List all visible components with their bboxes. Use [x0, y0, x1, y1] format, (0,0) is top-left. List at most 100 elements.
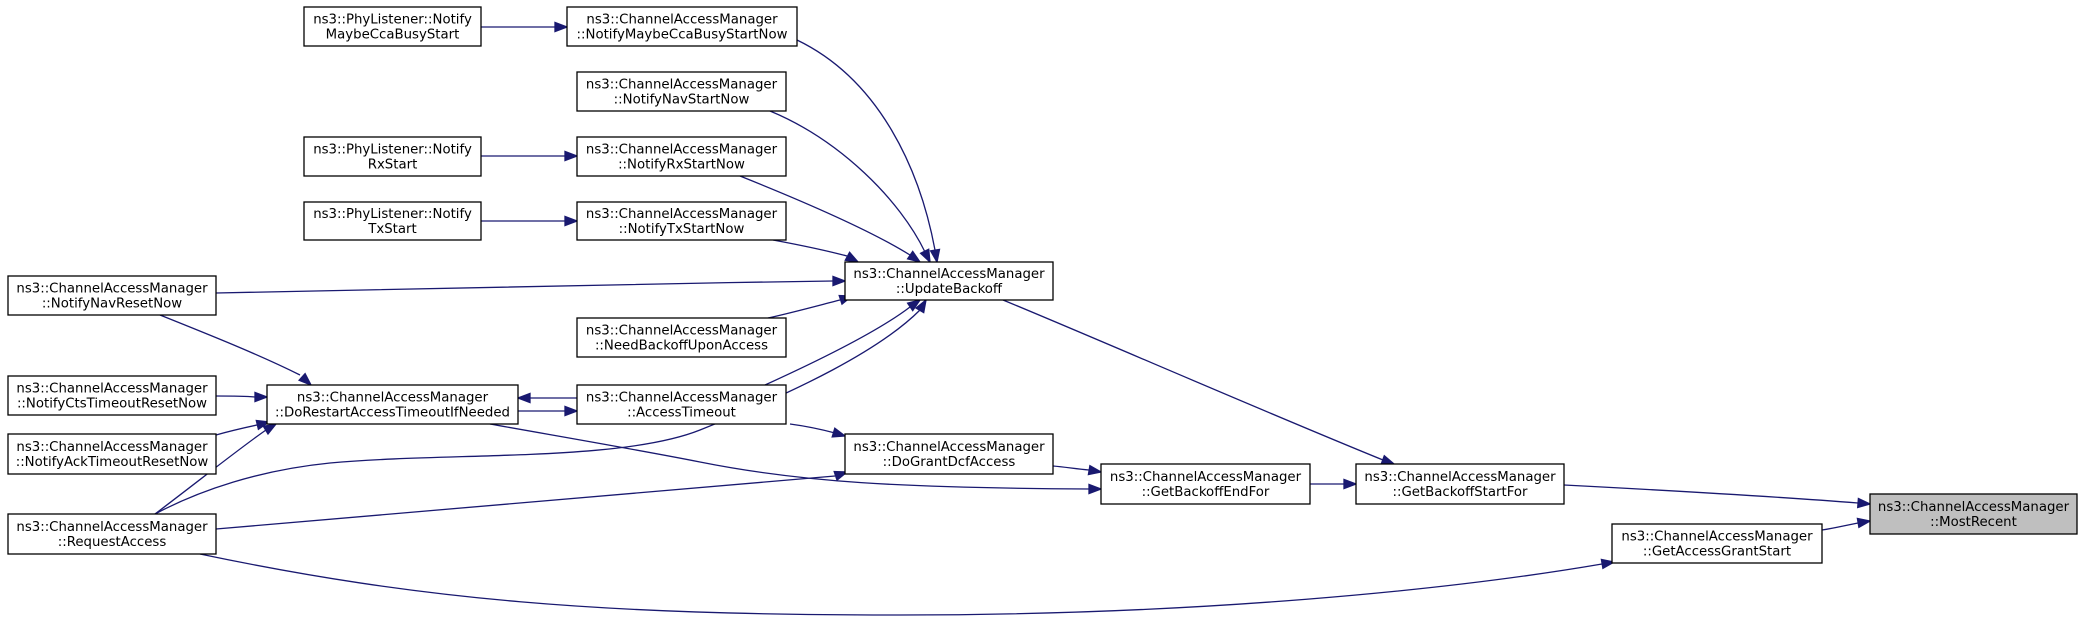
edge-line [767, 299, 841, 319]
arrow-head-icon [832, 275, 847, 287]
edge-line [489, 423, 1090, 490]
arrow-head-icon [1856, 517, 1872, 529]
node-label-line1: ns3::ChannelAccessManager [16, 382, 208, 397]
edge-requestaccess-to-dorestart [154, 423, 278, 515]
edge-line [796, 39, 936, 251]
node-accesstimeout[interactable]: ns3::ChannelAccessManager::AccessTimeout [576, 384, 787, 425]
arrow-head-icon [516, 392, 531, 404]
node-box [576, 384, 787, 425]
node-label-line1: ns3::ChannelAccessManager [1110, 470, 1302, 485]
node-label-line1: ns3::ChannelAccessManager [586, 207, 778, 222]
node-getbackoffendfor[interactable]: ns3::ChannelAccessManager::GetBackoffEnd… [1100, 463, 1311, 505]
arrow-head-icon [262, 423, 278, 436]
node-label-line2: RxStart [368, 158, 418, 173]
edge-phytxstart-to-notifytxstartnow [481, 215, 579, 227]
edge-line [772, 239, 848, 257]
edge-accesstimeout-to-dorestart [516, 392, 577, 404]
node-label-line1: ns3::ChannelAccessManager [853, 267, 1045, 282]
edges-layer [154, 21, 1872, 616]
arrow-head-icon [1380, 454, 1396, 465]
node-updatebackoff[interactable]: ns3::ChannelAccessManager::UpdateBackoff [844, 261, 1054, 301]
node-notifymaybeccabusystartnow[interactable]: ns3::ChannelAccessManager::NotifyMaybeCc… [566, 6, 798, 47]
edge-line [1563, 484, 1859, 504]
node-phytxstart[interactable]: ns3::PhyListener::NotifyTxStart [303, 201, 482, 241]
node-phymaybeccabusystart[interactable]: ns3::PhyListener::NotifyMaybeCcaBusyStar… [303, 6, 482, 47]
edge-dograntdcfaccess-to-getbackoffendfor [1052, 464, 1103, 476]
node-label-line2: ::UpdateBackoff [896, 282, 1003, 297]
node-dograntdcfaccess[interactable]: ns3::ChannelAccessManager::DoGrantDcfAcc… [844, 433, 1054, 475]
node-box [844, 261, 1054, 301]
node-getaccessgrantstart[interactable]: ns3::ChannelAccessManager::GetAccessGran… [1611, 523, 1823, 564]
node-label-line2: ::DoRestartAccessTimeoutIfNeeded [275, 406, 510, 421]
node-label-line2: ::NotifyMaybeCcaBusyStartNow [577, 28, 788, 43]
arrow-head-icon [914, 298, 927, 314]
node-box [1611, 523, 1823, 564]
arrow-head-icon [554, 21, 569, 33]
edge-line [764, 306, 911, 386]
node-box [1100, 463, 1311, 505]
node-box [7, 513, 217, 555]
node-label-line1: ns3::PhyListener::Notify [313, 207, 472, 222]
arrow-head-icon [906, 250, 922, 264]
edge-line [215, 475, 836, 530]
node-box [303, 201, 482, 241]
edge-line [154, 309, 921, 515]
node-box [576, 201, 787, 241]
arrow-head-icon [564, 215, 579, 227]
node-label-line1: ns3::ChannelAccessManager [586, 391, 778, 406]
edge-requestaccess-to-getaccessgrantstart [199, 553, 1616, 616]
edge-notifynavresetnow-to-updatebackoff [215, 275, 847, 294]
arrow-head-icon [1600, 558, 1616, 570]
node-label-line2: ::MostRecent [1930, 515, 2017, 530]
node-notifynavstartnow[interactable]: ns3::ChannelAccessManager::NotifyNavStar… [576, 71, 787, 112]
edge-updatebackoff-to-getbackoffstartfor [1002, 299, 1396, 465]
node-needbackoffuponaccess[interactable]: ns3::ChannelAccessManager::NeedBackoffUp… [576, 317, 787, 358]
node-label-line1: ns3::ChannelAccessManager [16, 520, 208, 535]
edge-notifytxstartnow-to-updatebackoff [772, 239, 860, 263]
node-box [7, 275, 217, 316]
node-box [7, 375, 217, 416]
node-notifytxstartnow[interactable]: ns3::ChannelAccessManager::NotifyTxStart… [576, 201, 787, 241]
node-notifyctstimeoutresetnow[interactable]: ns3::ChannelAccessManager::NotifyCtsTime… [7, 375, 217, 416]
node-label-line2: TxStart [367, 222, 416, 237]
node-label-line1: ns3::ChannelAccessManager [1621, 530, 1813, 545]
edge-accesstimeout-to-dograntdcfaccess [789, 423, 847, 438]
edge-line [215, 395, 256, 398]
edge-line [215, 280, 834, 294]
node-label-line1: ns3::ChannelAccessManager [1878, 500, 2070, 515]
node-label-line2: ::NotifyNavResetNow [42, 297, 182, 312]
node-dorestart[interactable]: ns3::ChannelAccessManager::DoRestartAcce… [266, 384, 519, 425]
arrow-head-icon [1856, 497, 1872, 509]
arrow-head-icon [844, 251, 860, 263]
edge-line [215, 424, 258, 436]
node-notifynavresetnow[interactable]: ns3::ChannelAccessManager::NotifyNavRese… [7, 275, 217, 316]
edge-requestaccess-to-dograntdcfaccess [215, 470, 849, 530]
node-label-line2: MaybeCcaBusyStart [326, 28, 460, 43]
node-label-line1: ns3::ChannelAccessManager [586, 143, 778, 158]
arrow-head-icon [1087, 464, 1103, 476]
node-requestaccess[interactable]: ns3::ChannelAccessManager::RequestAccess [7, 513, 217, 555]
node-notifyacktimeoutresetnow[interactable]: ns3::ChannelAccessManager::NotifyAckTime… [7, 433, 217, 475]
node-mostrecent: ns3::ChannelAccessManager::MostRecent [1869, 493, 2078, 535]
node-label-line1: ns3::ChannelAccessManager [586, 324, 778, 339]
node-label-line1: ns3::PhyListener::Notify [313, 143, 472, 158]
node-label-line1: ns3::ChannelAccessManager [16, 440, 208, 455]
node-getbackoffstartfor[interactable]: ns3::ChannelAccessManager::GetBackoffSta… [1355, 463, 1565, 505]
node-phyrxstart[interactable]: ns3::PhyListener::NotifyRxStart [303, 136, 482, 177]
node-box [576, 71, 787, 112]
arrow-head-icon [906, 298, 922, 312]
edge-getaccessgrantstart-to-mostrecent [1821, 517, 1872, 531]
node-box [303, 6, 482, 47]
node-box [303, 136, 482, 177]
edge-needbackoffuponaccess-to-updatebackoff [767, 294, 854, 319]
edge-line [199, 553, 1603, 616]
nodes-layer: ns3::ChannelAccessManager::MostRecentns3… [7, 6, 2078, 564]
edge-getbackoffstartfor-to-mostrecent [1563, 484, 1872, 509]
edge-line [154, 429, 267, 515]
node-label-line2: ::RequestAccess [58, 535, 167, 550]
node-box [1869, 493, 2078, 535]
arrow-head-icon [929, 248, 941, 264]
edge-dorestart-to-getbackoffendfor [489, 423, 1103, 495]
node-notifyrxstartnow[interactable]: ns3::ChannelAccessManager::NotifyRxStart… [576, 136, 787, 177]
